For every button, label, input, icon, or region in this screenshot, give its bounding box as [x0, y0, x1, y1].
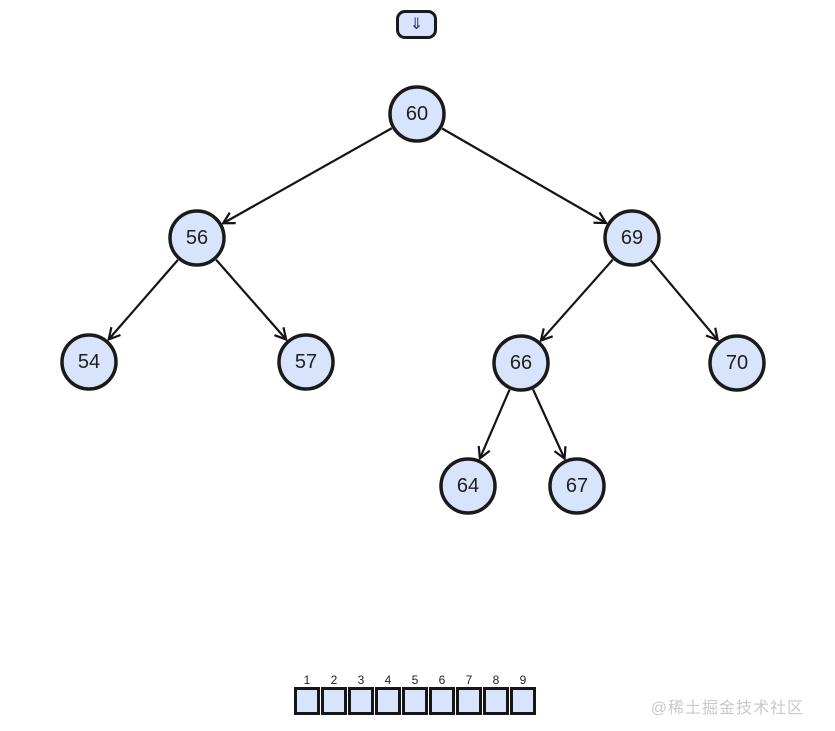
node-circle	[168, 209, 226, 267]
node-circle	[548, 457, 606, 515]
array-index-label: 7	[465, 673, 473, 687]
array-cell	[321, 687, 347, 715]
node-circle	[603, 209, 661, 267]
tree-edge-66-67	[532, 388, 567, 461]
array-cell	[348, 687, 374, 715]
tree-node-67: 67	[548, 457, 606, 515]
node-value-label: 67	[566, 475, 588, 497]
array-index-label: 2	[330, 673, 338, 687]
array-column-7: 7	[456, 674, 482, 715]
array-column-3: 3	[348, 674, 374, 715]
node-circle	[388, 85, 446, 143]
array-column-9: 9	[510, 674, 536, 715]
tree-node-54: 54	[60, 333, 118, 391]
tree-node-69: 69	[603, 209, 661, 267]
array-cell	[429, 687, 455, 715]
node-value-label: 56	[186, 227, 208, 249]
array-index-label: 9	[519, 673, 527, 687]
tree-edge-66-64	[477, 389, 511, 461]
array-index-label: 6	[438, 673, 446, 687]
step-down-button[interactable]: ⇓	[396, 10, 437, 39]
array-index-label: 3	[357, 673, 365, 687]
tree-node-70: 70	[708, 334, 766, 392]
node-value-label: 54	[78, 351, 100, 373]
tree-edge-60-69	[441, 127, 609, 225]
tree-edge-56-54	[107, 259, 179, 342]
tree-node-66: 66	[492, 334, 550, 392]
node-value-label: 64	[457, 475, 479, 497]
array-index-label: 1	[303, 673, 311, 687]
tree-edge-69-70	[649, 259, 720, 342]
array-column-6: 6	[429, 674, 455, 715]
array-column-2: 2	[321, 674, 347, 715]
node-circle	[277, 333, 335, 391]
tree-node-64: 64	[439, 457, 497, 515]
index-array: 1 2 3 4 5 6 7 8 9	[294, 674, 536, 715]
tree-node-56: 56	[168, 209, 226, 267]
node-value-label: 57	[295, 351, 317, 373]
array-index-label: 8	[492, 673, 500, 687]
node-circle	[708, 334, 766, 392]
node-circle	[60, 333, 118, 391]
double-down-arrow-icon: ⇓	[409, 15, 424, 33]
array-column-1: 1	[294, 674, 320, 715]
array-cell	[294, 687, 320, 715]
array-cell	[402, 687, 428, 715]
tree-edge-56-57	[215, 259, 288, 342]
node-circle	[439, 457, 497, 515]
watermark: @稀土掘金技术社区	[650, 700, 804, 717]
tree-node-60: 60	[388, 85, 446, 143]
tree-edge-60-56	[221, 127, 393, 225]
array-cell	[456, 687, 482, 715]
array-column-4: 4	[375, 674, 401, 715]
node-value-label: 66	[510, 352, 532, 374]
tree-edge-69-66	[539, 258, 614, 343]
array-index-label: 4	[384, 673, 392, 687]
array-cell	[510, 687, 536, 715]
array-column-8: 8	[483, 674, 509, 715]
node-value-label: 70	[726, 352, 748, 374]
node-value-label: 60	[406, 103, 428, 125]
array-column-5: 5	[402, 674, 428, 715]
array-index-label: 5	[411, 673, 419, 687]
tree-node-57: 57	[277, 333, 335, 391]
array-cell	[483, 687, 509, 715]
node-value-label: 69	[621, 227, 643, 249]
array-cell	[375, 687, 401, 715]
node-circle	[492, 334, 550, 392]
